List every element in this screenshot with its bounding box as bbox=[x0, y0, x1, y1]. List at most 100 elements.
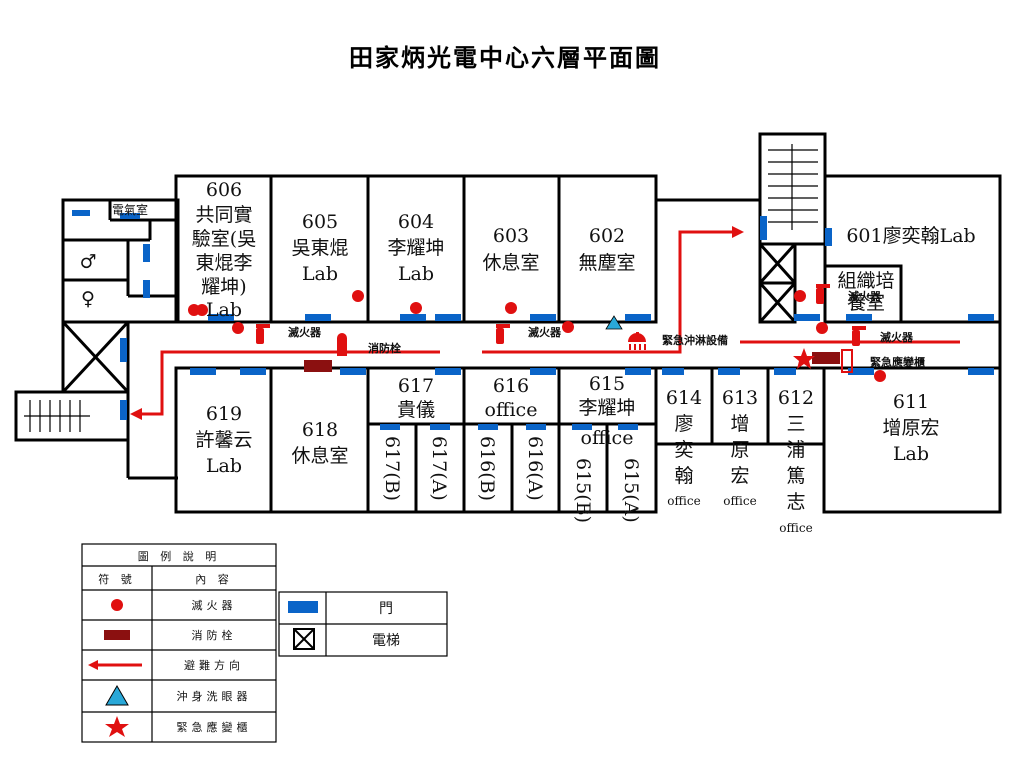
room-615-office: office bbox=[581, 427, 634, 449]
room-617-name: 貴儀 bbox=[397, 399, 435, 421]
extinguisher-label-4: 滅火器 bbox=[880, 330, 914, 344]
legend-route: 避難方向 bbox=[184, 658, 244, 672]
room-614-c2: 奕 bbox=[674, 439, 693, 461]
room-614-sub: office bbox=[667, 494, 700, 508]
legend-eyewash-icon bbox=[105, 685, 129, 706]
room-605-lab: Lab bbox=[302, 263, 338, 285]
room-606-line1: 共同實 bbox=[195, 204, 252, 226]
room-617a-label: 617(A) bbox=[428, 436, 450, 501]
evacuation-routes bbox=[130, 226, 960, 420]
doors bbox=[72, 210, 994, 430]
hydrant-icon bbox=[304, 333, 347, 372]
room-606-line5: Lab bbox=[206, 299, 242, 321]
legend-doors-elevator: 門 電梯 bbox=[278, 591, 448, 657]
emergency-cabinet bbox=[812, 352, 840, 364]
room-606-line2: 驗室(吳 bbox=[192, 228, 256, 250]
culture-room-line2: 養室 bbox=[847, 292, 885, 314]
walls bbox=[14, 132, 1002, 514]
extinguisher-label-1: 滅火器 bbox=[288, 325, 322, 339]
female-icon: ♀ bbox=[81, 288, 95, 310]
room-603-wall bbox=[462, 174, 561, 324]
legend-extinguisher: 滅火器 bbox=[192, 599, 237, 612]
room-618-name: 休息室 bbox=[291, 445, 348, 467]
room-602-num: 602 bbox=[589, 225, 625, 247]
room-611-name: 增原宏 bbox=[882, 417, 939, 439]
room-612-c4: 志 bbox=[786, 491, 805, 513]
emergency-cabinet-label: 緊急應變櫃 bbox=[870, 355, 925, 369]
room-613-c1: 增 bbox=[730, 413, 749, 435]
room-606-line4: 耀坤) bbox=[201, 276, 246, 298]
room-606-line3: 東焜李 bbox=[195, 252, 252, 274]
legend-eyewash: 沖身洗眼器 bbox=[177, 689, 252, 703]
room-616a-label: 616(A) bbox=[524, 436, 546, 501]
page-title: 田家炳光電中心六層平面圖 bbox=[349, 43, 661, 72]
room-615-name: 李耀坤 bbox=[578, 397, 635, 419]
room-612-c2: 浦 bbox=[786, 439, 805, 461]
room-605-name: 吳東焜 bbox=[291, 237, 348, 259]
legend-door: 門 bbox=[379, 601, 393, 617]
room-615b-label: 615(B) bbox=[572, 458, 594, 523]
extinguisher-icons bbox=[256, 284, 866, 346]
culture-room-wall bbox=[823, 264, 903, 324]
room-615a-label: 615(A) bbox=[620, 458, 642, 523]
room-618-num: 618 bbox=[302, 419, 338, 441]
room-612-c1: 三 bbox=[786, 413, 805, 435]
room-614-c1: 廖 bbox=[674, 413, 693, 435]
room-616-num: 616 bbox=[493, 375, 529, 397]
room-611-lab: Lab bbox=[893, 443, 929, 465]
room-612-sub: office bbox=[779, 521, 812, 535]
male-icon: ♂ bbox=[79, 251, 96, 273]
room-labels: 606 共同實 驗室(吳 東焜李 耀坤) Lab 605 吳東焜 Lab 604… bbox=[79, 179, 975, 535]
eyewash-icon bbox=[605, 315, 623, 330]
room-617b-label: 617(B) bbox=[381, 436, 403, 501]
extinguisher-label-3: 滅火器 bbox=[848, 289, 882, 303]
shower-label: 緊急沖淋設備 bbox=[662, 333, 728, 347]
room-613-num: 613 bbox=[722, 387, 758, 409]
extinguisher-label-2: 滅火器 bbox=[528, 325, 562, 339]
room-604-lab: Lab bbox=[398, 263, 434, 285]
room-603-num: 603 bbox=[493, 225, 529, 247]
room-619-num: 619 bbox=[206, 403, 242, 425]
room-616b-label: 616(B) bbox=[476, 436, 498, 501]
left-stairs bbox=[14, 390, 130, 442]
legend-table: 圖 例 說 明 符 號 內 容 滅火器 消防栓 避難方向 沖身洗眼器 緊急應變櫃 bbox=[81, 543, 277, 743]
legend-elevator-icon bbox=[293, 628, 315, 650]
room-617-num: 617 bbox=[398, 375, 434, 397]
legend-header: 圖 例 說 明 bbox=[138, 549, 221, 563]
room-613-c3: 宏 bbox=[730, 465, 749, 487]
shower-icon bbox=[628, 332, 646, 350]
legend-elevator: 電梯 bbox=[372, 633, 400, 649]
room-605-num: 605 bbox=[302, 211, 338, 233]
room-615-num: 615 bbox=[589, 373, 625, 395]
room-614-num: 614 bbox=[666, 387, 702, 409]
stair-treads bbox=[24, 144, 818, 432]
extinguishers bbox=[188, 290, 886, 382]
legend-star-icon bbox=[105, 716, 129, 737]
room-603-name: 休息室 bbox=[482, 252, 539, 274]
culture-room-line1: 組織培 bbox=[837, 270, 894, 292]
room-619-name: 許馨云 bbox=[195, 429, 252, 451]
room-601-label: 601廖奕翰Lab bbox=[846, 225, 975, 247]
room-616-name: office bbox=[485, 399, 538, 421]
legend-extinguisher-icon bbox=[111, 599, 123, 611]
room-611-wall bbox=[822, 366, 1002, 514]
room-614-c3: 翰 bbox=[674, 465, 693, 487]
legend-col-symbol: 符 號 bbox=[98, 573, 136, 586]
legend-hydrant-icon bbox=[104, 630, 130, 640]
star-icon bbox=[793, 348, 815, 369]
room-604-name: 李耀坤 bbox=[387, 237, 444, 259]
ladder-icon bbox=[841, 349, 853, 373]
room-602-wall bbox=[557, 174, 658, 324]
room-613-sub: office bbox=[723, 494, 756, 508]
room-601-wall bbox=[823, 174, 1002, 324]
legend-hydrant: 消防栓 bbox=[192, 628, 237, 642]
room-611-num: 611 bbox=[893, 391, 929, 413]
legend-col-content: 內 容 bbox=[195, 572, 233, 586]
elec-room-label: 電氣室 bbox=[112, 202, 148, 217]
room-612-c3: 篤 bbox=[786, 465, 805, 487]
hydrant-label: 消防栓 bbox=[368, 341, 401, 355]
room-602-name: 無塵室 bbox=[578, 252, 635, 274]
room-613-c2: 原 bbox=[730, 439, 749, 461]
room-612-num: 612 bbox=[778, 387, 814, 409]
